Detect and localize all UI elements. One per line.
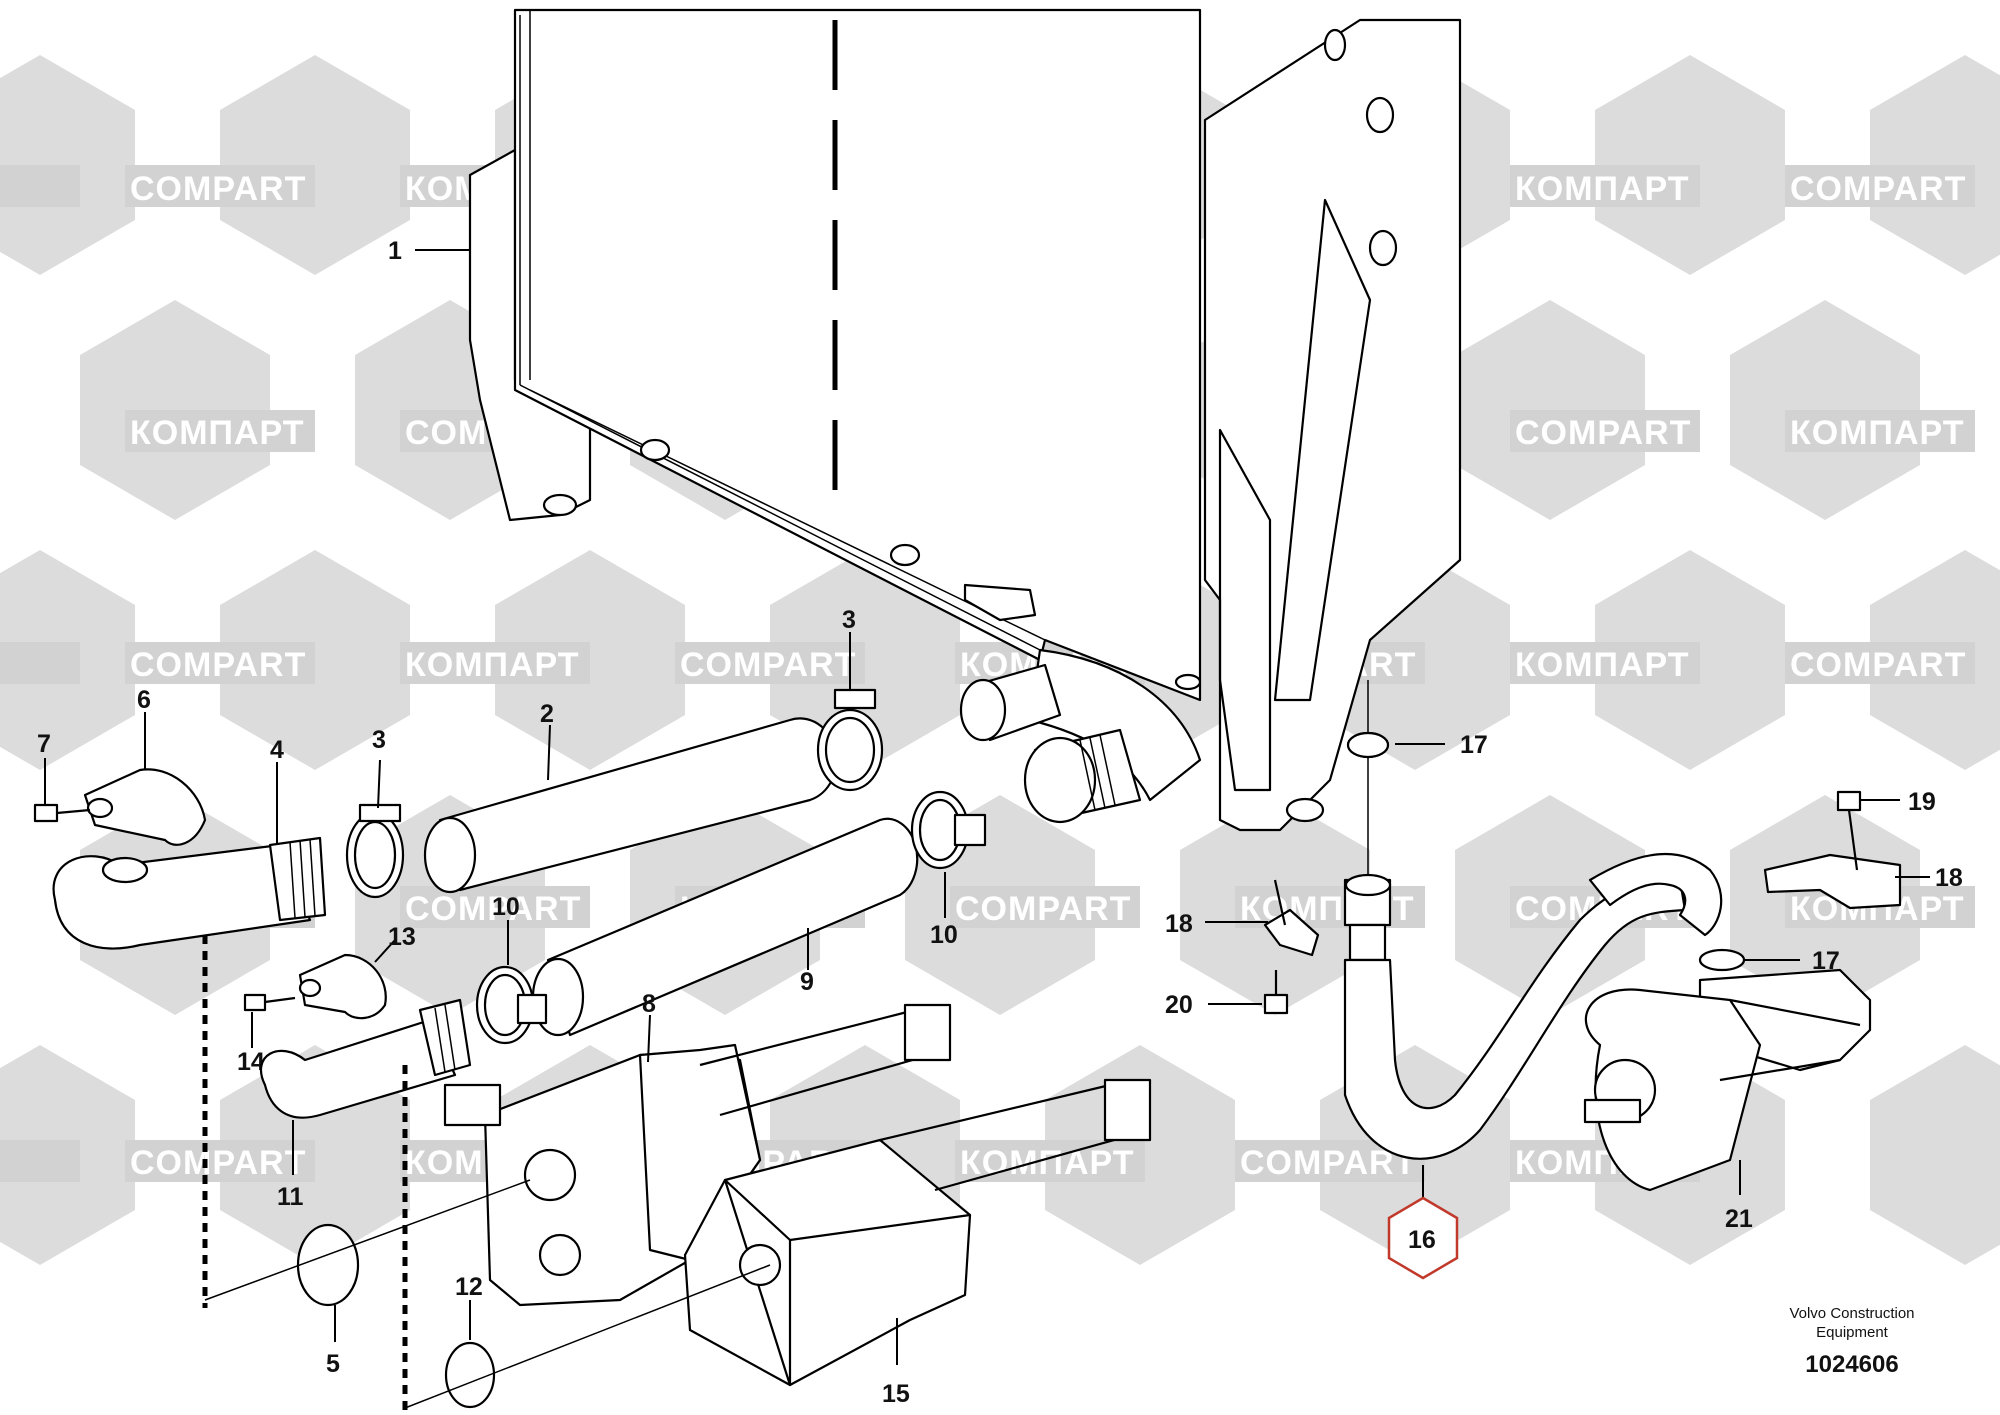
callout-label: 17: [1460, 731, 1488, 759]
radiator-inlet-stub[interactable]: [959, 663, 1142, 824]
callout-label: 21: [1725, 1205, 1753, 1233]
callout-15[interactable]: 15: [882, 1318, 910, 1408]
callout-label: 19: [1908, 788, 1936, 816]
o-ring-5[interactable]: [204, 1179, 531, 1307]
callout-label: 6: [137, 686, 151, 714]
hydraulic-motor-21[interactable]: [1583, 968, 1872, 1192]
watermark-text: COMPART: [1790, 170, 1966, 208]
watermark-text: КОМПАРТ: [1790, 414, 1965, 452]
watermark-text: КОМПАРТ: [405, 646, 580, 684]
callout-4[interactable]: 4: [270, 736, 284, 845]
highlight-hexagon: [1387, 1196, 1459, 1280]
watermark-text: КОМПАРТ: [1515, 646, 1690, 684]
callout-3-lower[interactable]: 3: [372, 726, 386, 809]
pipe-bracket-lower[interactable]: [298, 953, 387, 1020]
hydraulic-pump-15[interactable]: [683, 1078, 1152, 1387]
callout-18-left[interactable]: 18: [1165, 910, 1268, 938]
callout-label: 18: [1165, 910, 1193, 938]
callout-19[interactable]: 19: [1860, 788, 1936, 816]
callout-label: 18: [1935, 864, 1963, 892]
callout-5[interactable]: 5: [326, 1305, 340, 1378]
callout-label: 20: [1165, 991, 1193, 1019]
watermark-text: COMPART: [1790, 646, 1966, 684]
callout-label: 16: [1408, 1226, 1436, 1254]
callout-label: 11: [277, 1183, 304, 1211]
callout-label: 3: [842, 606, 856, 634]
watermark-text: COMPART: [680, 646, 856, 684]
callout-label: 2: [540, 700, 554, 728]
o-ring-17-lower[interactable]: [1698, 948, 1746, 972]
callout-7[interactable]: 7: [37, 730, 51, 805]
callout-1[interactable]: 1: [388, 237, 470, 265]
bolt-20[interactable]: [1263, 970, 1289, 1015]
bolt-19[interactable]: [1836, 790, 1862, 871]
callout-label: 9: [800, 968, 814, 996]
o-ring-12[interactable]: [404, 1264, 771, 1409]
suction-pipe[interactable]: [259, 998, 472, 1119]
callout-label: 15: [882, 1380, 910, 1408]
callout-16[interactable]: 16: [1387, 1165, 1459, 1280]
hose-clamp-10-left[interactable]: [475, 965, 548, 1045]
watermark-text: COMPART: [130, 170, 306, 208]
callout-label: 4: [270, 736, 284, 764]
o-ring-17-upper[interactable]: [1346, 731, 1390, 759]
manufacturer-line-1: Volvo Construction: [1789, 1305, 1914, 1322]
callout-label: 5: [326, 1350, 340, 1378]
manufacturer-line-2: Equipment: [1816, 1324, 1889, 1341]
hydraulic-hose-16[interactable]: [1343, 680, 1723, 1160]
drawing-number: 1024606: [1805, 1351, 1898, 1378]
bolt-upper[interactable]: [33, 803, 91, 823]
callout-label: 10: [492, 893, 520, 921]
hose-clamp-upper[interactable]: [816, 688, 884, 792]
callout-label: 10: [930, 921, 958, 949]
callout-13[interactable]: 13: [374, 923, 416, 963]
callout-label: 12: [455, 1273, 483, 1301]
callout-10-right[interactable]: 10: [930, 872, 958, 949]
callout-12[interactable]: 12: [455, 1273, 483, 1340]
drawing-footer: Volvo Construction Equipment 1024606: [1789, 1305, 1914, 1378]
callout-10-left[interactable]: 10: [492, 893, 520, 965]
callout-18-right[interactable]: 18: [1895, 864, 1963, 892]
hose-clamp-lower[interactable]: [345, 803, 405, 899]
pipe-bracket-upper[interactable]: [83, 768, 207, 846]
bolt-lower[interactable]: [243, 993, 296, 1012]
callout-9[interactable]: 9: [800, 928, 814, 996]
watermark-text: COMPART: [405, 890, 581, 928]
callout-2[interactable]: 2: [540, 700, 554, 781]
radiator-assembly[interactable]: [468, 8, 1462, 832]
hose-clamp-10-right[interactable]: [910, 790, 987, 870]
callout-20[interactable]: 20: [1165, 991, 1262, 1019]
callout-label: 1: [388, 237, 402, 265]
watermark-text: COMPART: [130, 1144, 306, 1182]
upper-hose[interactable]: [423, 717, 838, 894]
callout-label: 3: [372, 726, 386, 754]
guide-lines: [202, 935, 408, 1410]
split-flange-left[interactable]: [1263, 879, 1320, 957]
callout-label: 7: [37, 730, 51, 758]
callout-3-upper[interactable]: 3: [842, 606, 856, 690]
callout-17-upper[interactable]: 17: [1395, 731, 1488, 759]
split-flange-right[interactable]: [1763, 853, 1902, 910]
callout-6[interactable]: 6: [137, 686, 151, 770]
callout-11[interactable]: 11: [277, 1120, 304, 1211]
callout-label: 13: [388, 923, 416, 951]
watermark-text: COMPART: [130, 646, 306, 684]
watermark-text: COMPART: [955, 890, 1131, 928]
watermark-text: КОМПАРТ: [130, 414, 305, 452]
watermark-text: КОМПАРТ: [1515, 170, 1690, 208]
outlet-pipe[interactable]: [52, 836, 327, 950]
callout-8[interactable]: 8: [642, 990, 656, 1063]
callout-label: 8: [642, 990, 656, 1018]
callout-21[interactable]: 21: [1725, 1160, 1753, 1233]
watermark-text: COMPART: [1515, 414, 1691, 452]
